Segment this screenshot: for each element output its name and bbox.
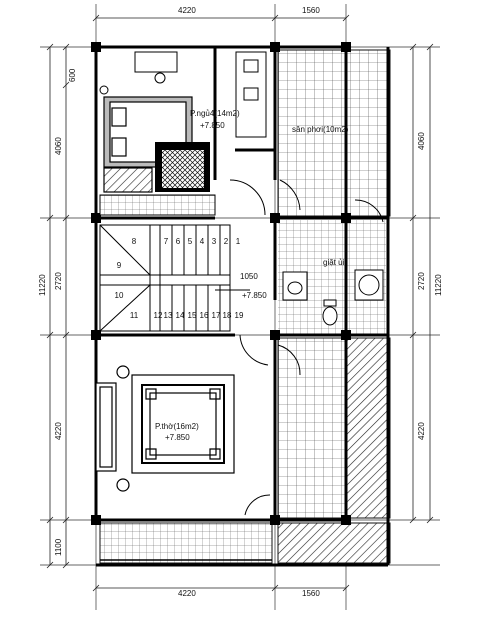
dim-bottom-left: 4220: [178, 589, 196, 598]
step-5: 5: [187, 237, 193, 246]
dim-right-2720: 2720: [417, 272, 426, 290]
front-balcony-tiles-left: [99, 522, 273, 564]
dim-right-4220: 4220: [417, 422, 426, 440]
bedroom-elevation: +7.850: [200, 121, 225, 130]
staircase: [99, 224, 250, 332]
wc-name: giặt ủi: [323, 258, 345, 267]
step-19: 19: [234, 311, 244, 320]
dim-left-4220: 4220: [54, 422, 63, 440]
desk: [99, 51, 178, 95]
dim-left-1100: 1100: [54, 538, 63, 556]
closet: [99, 194, 216, 216]
dim-left-600: 600: [68, 68, 77, 82]
columns: [91, 42, 351, 525]
step-6: 6: [175, 237, 181, 246]
landing-elevation: +7.850: [242, 291, 267, 300]
worship-name: P.thờ(16m2): [155, 422, 199, 431]
dim-top-right: 1560: [302, 6, 320, 15]
step-9: 9: [116, 261, 122, 270]
dimension-lines: [46, 14, 434, 592]
doors: [229, 179, 384, 516]
dim-bottom-right: 1560: [302, 589, 320, 598]
walls: [94, 45, 390, 567]
terrace-tiles: [277, 49, 391, 217]
step-15: 15: [187, 311, 197, 320]
step-16: 16: [199, 311, 209, 320]
dim-stair-width: 1050: [240, 272, 258, 281]
bedroom-name: P.ngủ4(14m2): [190, 109, 240, 118]
dim-top-left: 4220: [178, 6, 196, 15]
step-8: 8: [131, 237, 137, 246]
worship-elevation: +7.850: [165, 433, 190, 442]
rear-balcony-hatch: [345, 337, 391, 519]
step-4: 4: [199, 237, 205, 246]
step-13: 13: [163, 311, 173, 320]
dim-right-total: 11220: [434, 274, 443, 296]
step-11: 11: [129, 311, 139, 320]
dim-left-total: 11220: [38, 274, 47, 296]
front-balcony-tiles-right: [277, 522, 391, 564]
altar-area: [95, 365, 235, 492]
wc-fixtures: [282, 269, 384, 326]
bed: [103, 96, 193, 193]
step-14: 14: [175, 311, 185, 320]
dim-left-2720: 2720: [54, 272, 63, 290]
work-table: [235, 51, 267, 138]
step-12: 12: [153, 311, 163, 320]
step-17: 17: [211, 311, 221, 320]
terrace-name: sân phơi(10m2): [292, 125, 349, 134]
wardrobe-hatch: [162, 150, 204, 188]
dim-left-4060: 4060: [54, 137, 63, 155]
step-1: 1: [235, 237, 241, 246]
step-3: 3: [211, 237, 217, 246]
step-2: 2: [223, 237, 229, 246]
step-18: 18: [222, 311, 232, 320]
step-10: 10: [114, 291, 124, 300]
dim-right-4060: 4060: [417, 132, 426, 150]
step-7: 7: [163, 237, 169, 246]
